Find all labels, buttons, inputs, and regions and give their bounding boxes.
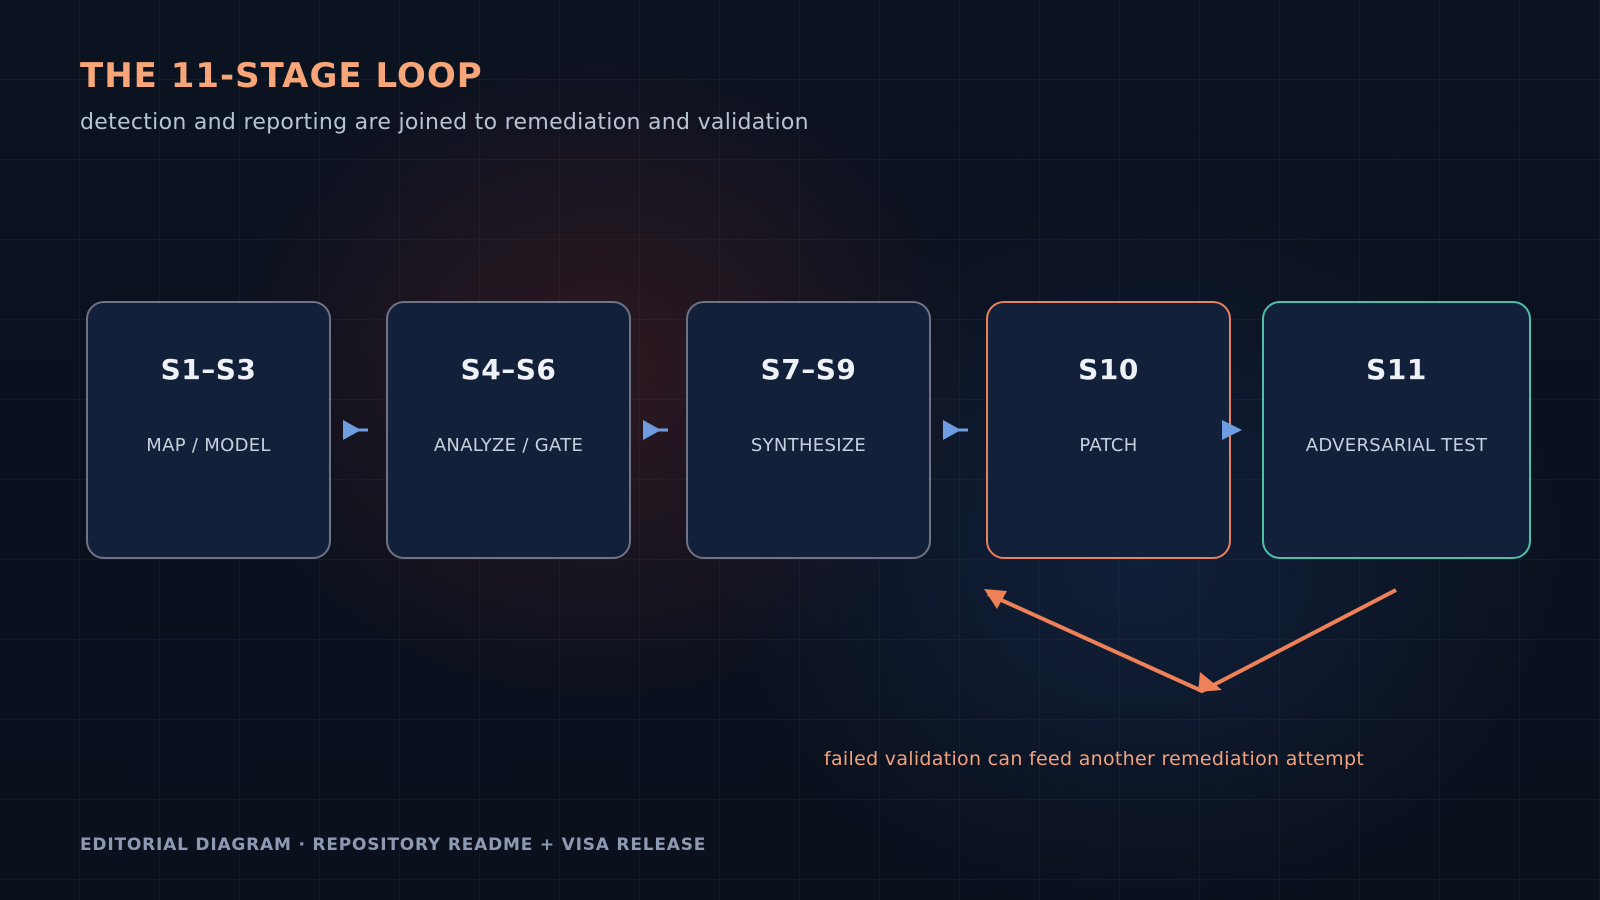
stage-code: S10 xyxy=(1078,353,1139,386)
stage-code: S1–S3 xyxy=(160,353,257,386)
stage-code: S11 xyxy=(1366,353,1427,386)
stage-label: PATCH xyxy=(1079,435,1138,456)
diagram-subtitle: detection and reporting are joined to re… xyxy=(80,110,809,135)
stage-box-s10: S10 PATCH xyxy=(986,301,1231,559)
stage-label: ANALYZE / GATE xyxy=(433,435,584,456)
loop-note: failed validation can feed another remed… xyxy=(824,748,1365,770)
stage-code: S7–S9 xyxy=(760,353,857,386)
stage-label: MAP / MODEL xyxy=(146,435,271,456)
stage-box-s11: S11 ADVERSARIAL TEST xyxy=(1262,301,1531,559)
flow-arrow-3 xyxy=(943,420,968,440)
diagram-title: THE 11-STAGE LOOP xyxy=(80,56,483,96)
stage-code: S4–S6 xyxy=(460,353,557,386)
stage-label: SYNTHESIZE xyxy=(750,435,867,456)
flow-arrow-4 xyxy=(1222,420,1242,440)
flow-arrow-1 xyxy=(343,420,368,440)
flow-arrow-2 xyxy=(643,420,668,440)
stage-box-s7-s9: S7–S9 SYNTHESIZE xyxy=(686,301,931,559)
loop-arrow-feedback xyxy=(984,588,1397,694)
stage-label: ADVERSARIAL TEST xyxy=(1305,435,1488,456)
stage-box-s4-s6: S4–S6 ANALYZE / GATE xyxy=(386,301,631,559)
stage-box-s1-s3: S1–S3 MAP / MODEL xyxy=(86,301,331,559)
footer-caption: EDITORIAL DIAGRAM · REPOSITORY README + … xyxy=(80,835,707,855)
